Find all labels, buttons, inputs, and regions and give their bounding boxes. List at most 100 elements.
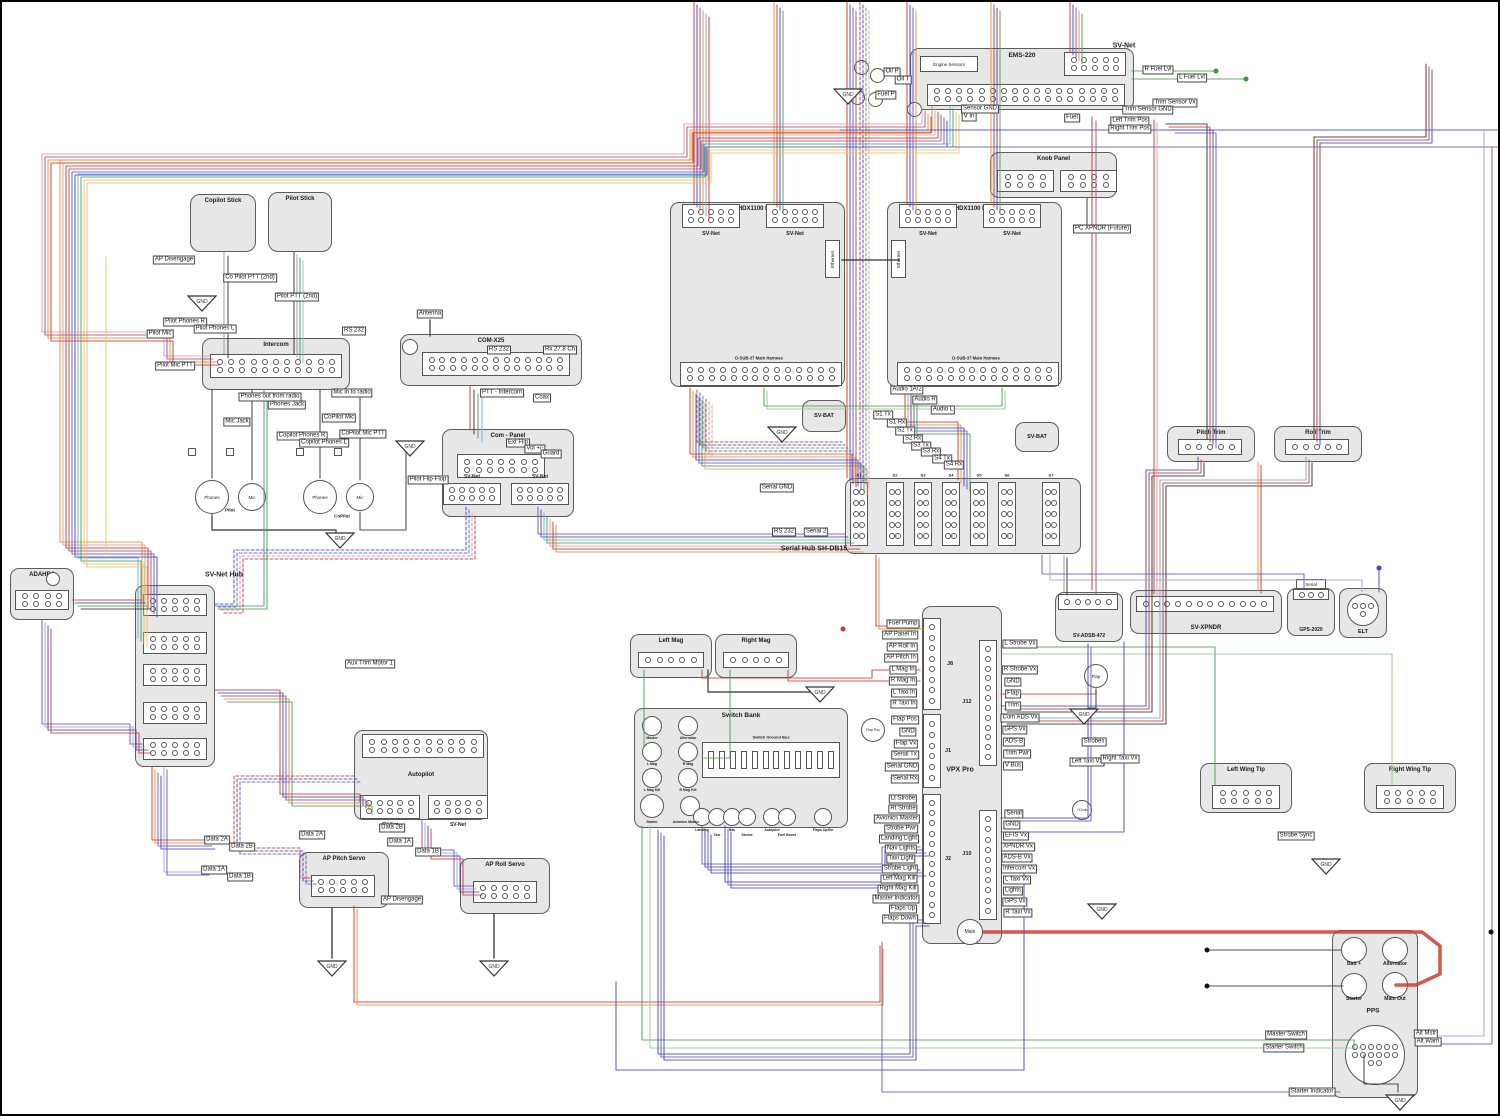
pin: [719, 366, 726, 373]
copilot-phones-jack-label: Phones: [312, 494, 328, 500]
wire: [154, 769, 210, 844]
wire: [543, 512, 852, 541]
pin: [475, 467, 482, 474]
vpx-j12: [979, 640, 997, 766]
pin: [403, 738, 410, 745]
pin: [183, 668, 189, 674]
pin: [1383, 1044, 1390, 1050]
right-wing-tip-label: Right Wing Tip: [1388, 767, 1432, 773]
wire: [217, 392, 268, 610]
autopilot-connector: [362, 734, 484, 758]
pin: [150, 668, 156, 674]
text-label: Serial Hub SH-DB15: [780, 545, 848, 553]
pin: [318, 887, 324, 893]
pin: [1336, 444, 1342, 450]
pin: [1081, 65, 1088, 72]
pin: [228, 367, 235, 374]
pin: [719, 375, 726, 382]
ems-220-label: EMS-220: [1008, 52, 1036, 59]
wire: [1429, 129, 1485, 1037]
wire: [1429, 146, 1493, 1045]
pin: [150, 676, 156, 682]
switch-alternator: [678, 716, 698, 736]
wire-label: L Fuel Lvl: [1177, 73, 1207, 83]
pin: [1185, 601, 1192, 607]
pin: [1219, 789, 1226, 796]
wire-label: Landing Light: [878, 834, 920, 844]
pin: [929, 820, 935, 827]
junction-dot: [1488, 929, 1494, 935]
pin: [284, 358, 291, 365]
bus-slot: [729, 751, 736, 769]
wire: [1000, 641, 1125, 833]
wire: [540, 509, 849, 538]
pin: [1016, 174, 1023, 180]
pin: [239, 358, 246, 365]
pin: [828, 366, 835, 373]
pin: [444, 808, 451, 815]
wire: [913, 396, 968, 490]
wire: [86, 114, 960, 648]
hub-connector: [143, 664, 207, 686]
pin: [1254, 789, 1261, 796]
serial-hub: [845, 478, 1081, 554]
pin: [929, 742, 935, 749]
text-label: CoPilot: [334, 513, 350, 519]
wire-label: Master Indicator: [872, 894, 920, 904]
pin: [1298, 591, 1305, 598]
junction-dot: [1213, 68, 1219, 74]
pin: [985, 836, 991, 843]
text-label: J2: [944, 856, 952, 862]
text-label: L Mag Kill: [643, 788, 661, 792]
pin: [888, 533, 895, 539]
wire-label: V In: [961, 112, 977, 122]
wire-label: R Strobe Vx: [1001, 665, 1039, 675]
text-label: SV-Net: [919, 231, 937, 237]
pfd-left-main-harness: [680, 362, 842, 386]
pin: [183, 636, 189, 642]
pin: [958, 366, 965, 373]
pfd-left: HDX1100 PFD: [670, 202, 845, 387]
pin: [1004, 174, 1011, 180]
wire: [881, 941, 1341, 1093]
pin: [1352, 603, 1358, 609]
pin: [194, 668, 200, 674]
wire-label: Data 2A: [299, 830, 325, 840]
gnd-triangle-icon: GND: [1384, 1094, 1416, 1111]
headset-jack: [334, 448, 342, 456]
pin: [916, 533, 923, 539]
pin: [317, 358, 324, 365]
bus-slot: [751, 751, 758, 769]
pin: [183, 706, 189, 712]
pin: [1028, 174, 1035, 180]
wire-label: PC XPNDR (Future): [1072, 224, 1132, 234]
text-label: D-SUB-37 Main Harness: [735, 355, 783, 361]
serial-hub-port: [998, 482, 1016, 546]
text-label: S5: [976, 472, 982, 478]
ground-symbol: GND: [324, 532, 356, 554]
headset-jack: [296, 448, 304, 456]
copilot-stick-label: Copilot Stick: [204, 198, 242, 204]
copilot-phones-jack: Phones: [303, 480, 337, 514]
wire-label: Data 1B: [415, 847, 441, 857]
aux-12v-outlet-label: +12vdc: [1076, 808, 1088, 812]
wire-label: Oil T: [894, 75, 912, 85]
pin: [929, 753, 935, 760]
pin: [547, 487, 553, 493]
pin: [469, 495, 475, 501]
pin: [459, 738, 466, 745]
bus-slot: [817, 751, 824, 769]
wire-label: AP Disengage: [152, 255, 196, 265]
pin: [1395, 798, 1402, 805]
pin: [479, 495, 485, 501]
pin: [688, 217, 694, 224]
pin: [985, 826, 991, 833]
pin: [1019, 217, 1025, 224]
pin: [1051, 511, 1058, 517]
wire: [703, 669, 731, 759]
pitch-trim-label: Pitch Trim: [1196, 430, 1226, 436]
gnd-text: GND: [1320, 862, 1332, 868]
sv-bat-1-label: SV-BAT: [814, 413, 834, 419]
